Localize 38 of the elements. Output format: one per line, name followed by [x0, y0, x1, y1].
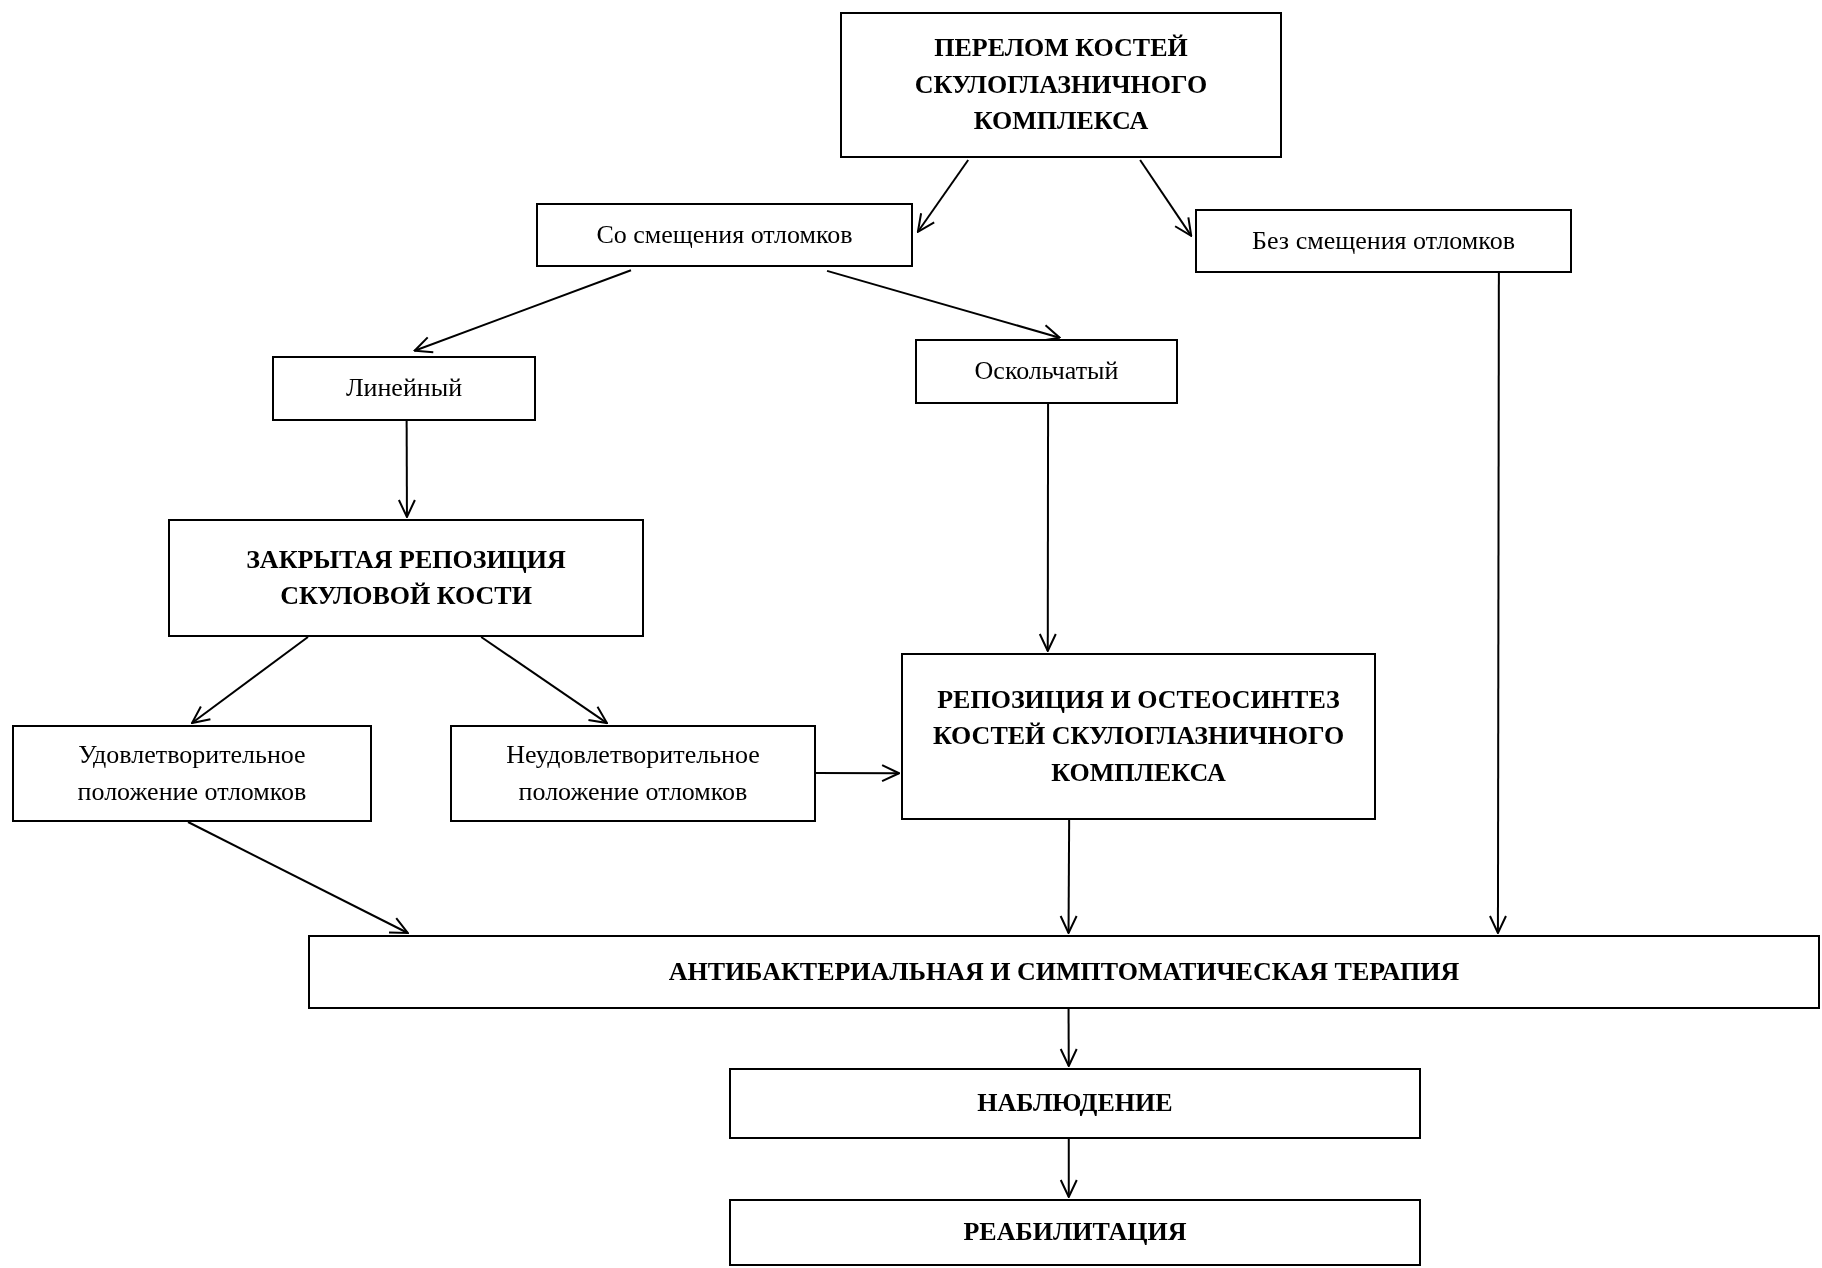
arrow [1488, 272, 1507, 934]
process-box [168, 519, 644, 637]
arrow [413, 269, 632, 354]
box-label: АНТИБАКТЕРИАЛЬНАЯ И СИМПТОМАТИЧЕСКАЯ ТЕРАПИЯ [668, 955, 1460, 988]
arrow [191, 636, 309, 725]
arrow [1059, 1138, 1078, 1198]
arrow [916, 159, 970, 233]
arrow [1139, 159, 1193, 237]
box-label: Удовлетворительное положение отломков [76, 739, 308, 808]
box-label: Неудовлетворительное положение отломков [505, 739, 761, 808]
box-label: НАБЛЮДЕНИЕ [977, 1087, 1173, 1120]
arrow [826, 269, 1061, 342]
process-box [915, 339, 1178, 404]
process-box [1195, 209, 1572, 273]
box-label: ПЕРЕЛОМ КОСТЕЙ СКУЛОГЛАЗНИЧНОГО КОМПЛЕКСА [913, 32, 1209, 138]
process-box [450, 725, 816, 822]
box-label: Без смещения отломков [1252, 224, 1515, 257]
process-box [536, 203, 913, 267]
process-box [272, 356, 536, 421]
process-box [901, 653, 1376, 820]
box-label: РЕАБИЛИТАЦИЯ [963, 1216, 1187, 1249]
arrow [1059, 1008, 1078, 1067]
arrow [187, 821, 409, 934]
arrow [397, 420, 416, 518]
arrow [1038, 403, 1057, 652]
arrow [480, 636, 608, 725]
box-label: ЗАКРЫТАЯ РЕПОЗИЦИЯ СКУЛОВОЙ КОСТИ [245, 543, 567, 612]
box-label: Оскольчатый [974, 355, 1119, 388]
box-label: Линейный [345, 372, 463, 405]
arrow [815, 764, 901, 783]
process-box [12, 725, 372, 822]
process-box [308, 935, 1820, 1009]
process-box [729, 1068, 1421, 1139]
process-box [840, 12, 1282, 158]
box-label: Со смещения отломков [596, 218, 853, 251]
box-label: РЕПОЗИЦИЯ И ОСТЕОСИНТЕЗ КОСТЕЙ СКУЛОГЛАЗНИЧНОГО КОМПЛЕКСА [931, 683, 1346, 789]
arrow [1059, 819, 1078, 934]
process-box [729, 1199, 1421, 1266]
